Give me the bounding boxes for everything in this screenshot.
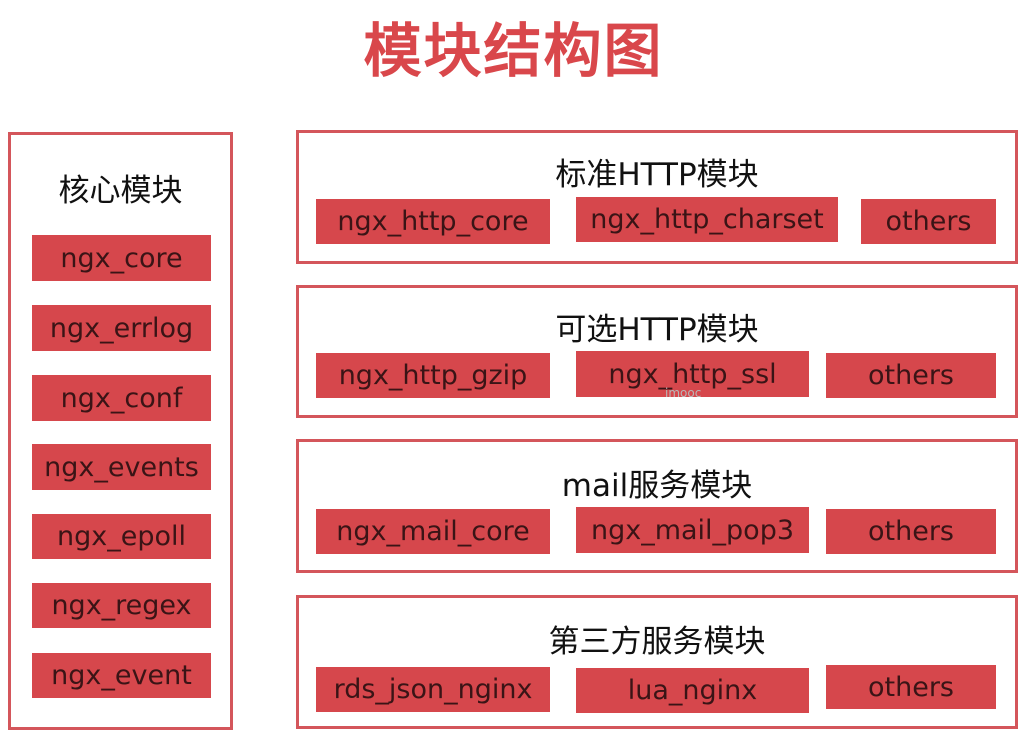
diagram-title: 模块结构图 — [363, 17, 664, 85]
core-module-frame: 核心模块 ngx_core ngx_errlog ngx_conf ngx_ev… — [8, 132, 233, 730]
group-title: 可选HTTP模块 — [555, 312, 759, 348]
group-title: mail服务模块 — [561, 468, 753, 504]
core-module-item: ngx_event — [32, 653, 211, 698]
core-module-item: ngx_conf — [32, 375, 211, 421]
group-item: lua_nginx — [576, 668, 809, 713]
core-module-item: ngx_epoll — [32, 514, 211, 559]
group-item: rds_json_nginx — [316, 667, 550, 712]
group-item: others — [826, 665, 996, 709]
mail-module-frame: mail服务模块 ngx_mail_core ngx_mail_pop3 oth… — [296, 439, 1018, 573]
group-title: 第三方服务模块 — [548, 624, 766, 660]
standard-http-module-frame: 标准HTTP模块 ngx_http_core ngx_http_charset … — [296, 130, 1018, 264]
core-module-item: ngx_events — [32, 444, 211, 490]
group-item: ngx_mail_pop3 — [576, 507, 809, 553]
group-item: others — [826, 353, 996, 398]
core-module-item: ngx_errlog — [32, 305, 211, 351]
group-item: others — [861, 199, 996, 244]
third-party-module-frame: 第三方服务模块 rds_json_nginx lua_nginx others — [296, 595, 1018, 729]
optional-http-module-frame: 可选HTTP模块 ngx_http_gzip ngx_http_ssl othe… — [296, 285, 1018, 418]
group-item: ngx_http_charset — [576, 197, 838, 242]
core-module-title: 核心模块 — [58, 173, 183, 209]
core-module-item: ngx_regex — [32, 583, 211, 628]
group-item: ngx_http_ssl — [576, 351, 809, 397]
group-item: ngx_http_core — [316, 199, 550, 244]
watermark: imooc — [665, 386, 702, 400]
group-item: others — [826, 509, 996, 554]
group-item: ngx_http_gzip — [316, 353, 550, 398]
core-module-item: ngx_core — [32, 235, 211, 281]
group-title: 标准HTTP模块 — [555, 157, 759, 193]
group-item: ngx_mail_core — [316, 509, 550, 554]
